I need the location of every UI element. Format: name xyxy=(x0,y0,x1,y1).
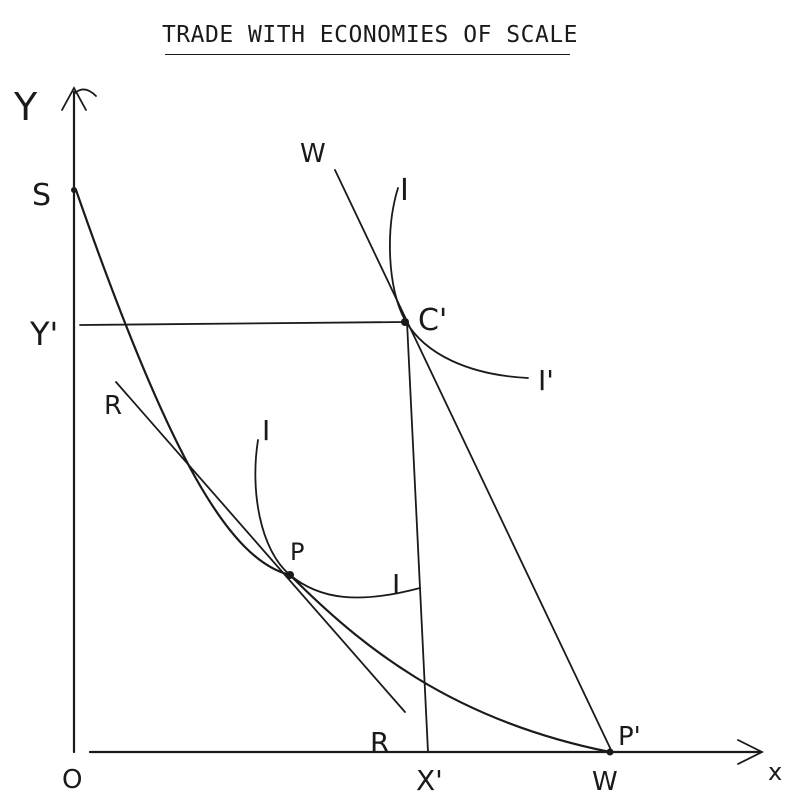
label-I-upper-top: I xyxy=(400,173,409,208)
label-R-top: R xyxy=(104,391,122,421)
price-line-WW xyxy=(334,169,613,753)
diagram-title: TRADE WITH ECONOMIES OF SCALE xyxy=(161,22,579,48)
label-P: P xyxy=(290,538,304,566)
point-C-prime xyxy=(401,318,409,326)
point-S xyxy=(71,187,77,193)
title-underline xyxy=(165,54,570,55)
label-x-axis: x xyxy=(768,758,782,786)
label-I-lower-top: I xyxy=(262,414,270,447)
label-R-bottom: R xyxy=(370,726,389,759)
label-X-prime: X' xyxy=(416,764,443,797)
label-I-lower-end: I xyxy=(392,568,400,601)
guide-line-Y-prime xyxy=(79,321,406,326)
label-y-axis: Y xyxy=(13,85,38,129)
label-C-prime: C' xyxy=(418,303,447,338)
upper-indifference-curve xyxy=(389,187,529,379)
label-P-prime: P' xyxy=(618,722,641,752)
x-axis-arrowhead xyxy=(737,739,765,765)
y-axis-arrowhead xyxy=(61,86,87,111)
label-I-upper-end: I' xyxy=(538,364,554,397)
label-origin: O xyxy=(62,765,82,795)
point-P xyxy=(286,571,294,579)
label-W-bottom: W xyxy=(592,767,618,797)
y-axis-arrow-curl xyxy=(73,88,97,97)
label-W-top: W xyxy=(300,139,326,169)
price-line-RR xyxy=(115,381,406,713)
guide-line-X-prime xyxy=(406,321,429,753)
point-P-prime xyxy=(606,748,614,756)
production-possibility-curve xyxy=(74,188,612,754)
label-Y-prime: Y' xyxy=(29,315,58,353)
label-S: S xyxy=(32,178,51,213)
